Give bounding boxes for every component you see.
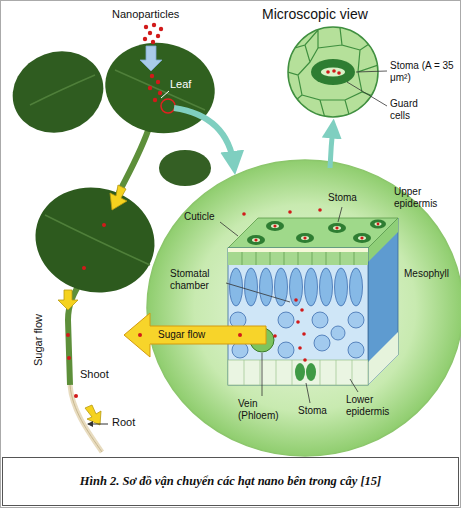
- part-label: Lower epidermis: [346, 394, 402, 417]
- leader-line: [347, 82, 387, 106]
- flow-label: Sugar flow: [32, 314, 45, 366]
- part-label: Stoma: [298, 405, 327, 417]
- part-label: Stoma (A = 35 μm²): [390, 60, 454, 83]
- micro-view: [288, 27, 378, 118]
- part-label: Stoma: [328, 192, 357, 204]
- flow-label: Sugar flow: [158, 329, 205, 341]
- part-label: Root: [112, 416, 135, 429]
- leader-line: [262, 353, 263, 396]
- leader-line: [356, 71, 387, 72]
- part-label: Cuticle: [184, 211, 215, 223]
- root: [70, 385, 102, 452]
- leader-line: [161, 91, 169, 98]
- zoom-arrow: [330, 126, 333, 168]
- leader-line: [306, 383, 310, 403]
- leaf-section: [228, 208, 398, 385]
- figure-caption: Hình 2. Sơ đồ vận chuyển các hạt nano bê…: [80, 474, 382, 489]
- root-edge: [70, 385, 102, 452]
- leaf-vein: [45, 215, 150, 265]
- part-label: Shoot: [80, 368, 109, 381]
- leader-line: [88, 424, 108, 425]
- particle-label: Nanoparticles: [112, 8, 179, 21]
- leader-line: [220, 222, 238, 236]
- leaf: [98, 34, 222, 142]
- leaf-vein: [115, 70, 205, 110]
- leaf-marker: [161, 99, 175, 113]
- flow-arrows: [58, 185, 127, 425]
- part-label: Guard cells: [390, 98, 436, 121]
- sugar-flow-arrow: [124, 313, 266, 357]
- view-title: Microscopic view: [262, 6, 368, 22]
- part-label: Upper epidermis: [394, 186, 448, 209]
- leader-line: [226, 283, 290, 302]
- part-label: Leaf: [170, 78, 191, 91]
- zoom-region: [147, 160, 461, 456]
- leaf: [159, 150, 211, 186]
- part-label: Stomatal chamber: [170, 268, 224, 291]
- leaf: [1, 39, 115, 146]
- leader-line: [350, 379, 358, 392]
- leaf: [24, 174, 167, 306]
- part-label: Vein (Phloem): [238, 398, 288, 421]
- leader-line: [338, 207, 342, 222]
- caption-box: Hình 2. Sơ đồ vận chuyển các hạt nano bê…: [2, 457, 459, 506]
- zoom-arrow: [174, 108, 234, 166]
- part-label: Mesophyll: [404, 268, 449, 280]
- entry-arrow: [140, 46, 162, 71]
- leaf-vein: [30, 75, 95, 105]
